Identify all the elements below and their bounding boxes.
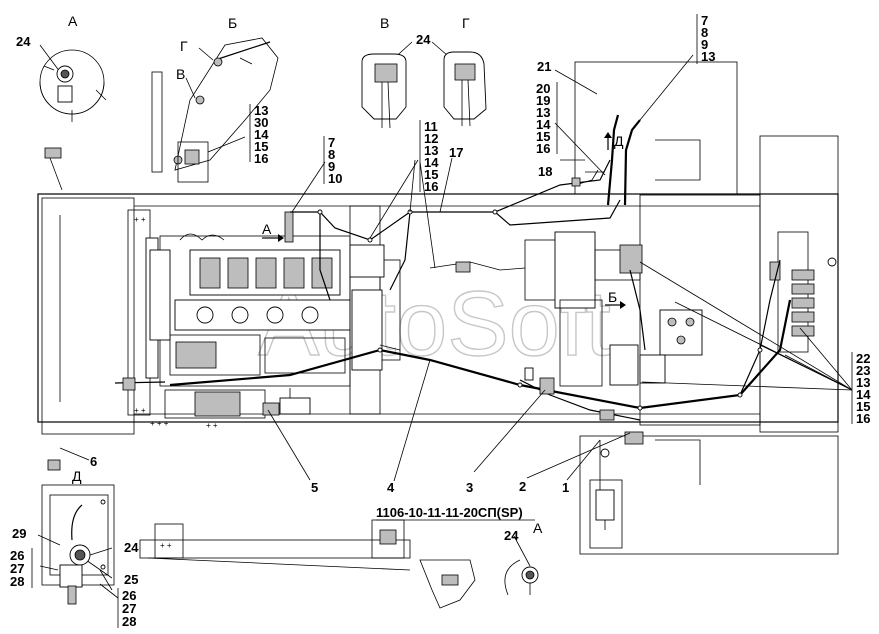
stack-11-item: 16 [424, 179, 438, 194]
stack-b-item: 14 [254, 127, 269, 142]
stack-11-item: 12 [424, 131, 438, 146]
starter-unit: + + + + + [150, 389, 311, 430]
stack-26-left-item: 28 [10, 574, 24, 589]
callout-6: 6 [90, 454, 97, 469]
view-b-detail [151, 37, 279, 183]
view-arrows [262, 132, 626, 309]
harness-clips [317, 209, 763, 411]
stack-20-item: 15 [536, 129, 550, 144]
stack-top-right-item: 9 [701, 37, 708, 52]
view-label-a: А [68, 13, 78, 29]
svg-text:+ +: + + [160, 541, 172, 550]
stack-b-item: 13 [254, 103, 268, 118]
callout-24-view-vg: 24 [416, 32, 431, 47]
view-label-d: Д [72, 468, 82, 484]
stack-20-item: 14 [536, 117, 551, 132]
callout-4: 4 [387, 480, 395, 495]
cab-area [524, 231, 703, 387]
sp-variant-section: + + [139, 519, 539, 609]
stack-20-item: 20 [536, 81, 550, 96]
view-label-b: Б [228, 15, 237, 31]
stack-26-left-item: 26 [10, 548, 24, 563]
callout-5: 5 [311, 480, 318, 495]
stack-b-item: 30 [254, 115, 268, 130]
stack-11-item: 14 [424, 155, 439, 170]
stack-20-item: 19 [536, 93, 550, 108]
callout-3: 3 [466, 480, 473, 495]
connectors [44, 147, 644, 471]
stack-26-left-item: 27 [10, 561, 24, 576]
stack-7-item: 10 [328, 171, 342, 186]
view-arrow-label-a: А [262, 221, 272, 237]
stack-b-item: 15 [254, 139, 268, 154]
stack-22-item: 15 [856, 399, 870, 414]
callout-25: 25 [124, 572, 138, 587]
engine-block [149, 211, 351, 402]
callout-24-view-d: 24 [124, 540, 139, 555]
stack-22-item: 13 [856, 375, 870, 390]
stack-20-item: 16 [536, 141, 550, 156]
view-arrow-label-b: Б [608, 289, 617, 305]
stack-top-right-item: 7 [701, 13, 708, 28]
right-connector-block [769, 231, 837, 353]
stack-top-right-item: 13 [701, 49, 715, 64]
callout-29: 29 [12, 526, 26, 541]
stack-20-item: 13 [536, 105, 550, 120]
callout-21: 21 [537, 59, 551, 74]
stack-22-item: 14 [856, 387, 871, 402]
callout-stack-11: 11 12 13 14 15 16 [419, 119, 439, 194]
callout-2: 2 [519, 479, 526, 494]
view-arrow-label-d: Д [614, 133, 624, 149]
svg-text:+ + +: + + + [150, 419, 169, 428]
stack-22-item: 16 [856, 411, 870, 426]
callout-stack-22: 22 23 13 14 15 16 [851, 351, 871, 426]
view-g-detail [443, 51, 487, 127]
view-label-v-in-b: В [176, 66, 185, 82]
callout-stack-26-left: 26 27 28 [10, 548, 33, 589]
stack-7-item: 9 [328, 159, 335, 174]
stack-11-item: 11 [424, 119, 438, 134]
stack-11-item: 15 [424, 167, 438, 182]
callout-17: 17 [449, 145, 463, 160]
view-d-detail [41, 484, 115, 605]
callout-stack-7: 7 8 9 10 [323, 135, 342, 186]
stack-26-bottom-item: 26 [122, 588, 136, 603]
view-label-a-bottom: А [533, 520, 543, 536]
stack-b-item: 16 [254, 151, 268, 166]
callout-stack-26-bottom: 26 27 28 [117, 588, 136, 629]
view-label-v: В [380, 15, 389, 31]
callout-stack-top-right: 7 8 9 13 [696, 13, 715, 64]
rear-box-unit [589, 440, 623, 549]
stack-11-item: 13 [424, 143, 438, 158]
svg-text:+ +: + + [206, 421, 218, 430]
callout-stack-20: 20 19 13 14 15 16 [536, 81, 558, 156]
callout-24-view-a: 24 [16, 34, 31, 49]
view-label-g-in-b: Г [180, 38, 188, 54]
view-v-detail [361, 53, 407, 129]
callout-stack-view-b: 13 30 14 15 16 [249, 103, 269, 166]
callout-1: 1 [562, 480, 569, 495]
stack-26-bottom-item: 28 [122, 614, 136, 629]
stack-7-item: 7 [328, 135, 335, 150]
view-a-detail [39, 49, 107, 122]
callout-24-view-a-bottom: 24 [504, 528, 519, 543]
svg-text:+ +: + + [134, 215, 146, 224]
view-label-g: Г [462, 15, 470, 31]
stack-22-item: 23 [856, 363, 870, 378]
stack-top-right-item: 8 [701, 25, 708, 40]
callout-18: 18 [538, 164, 552, 179]
stack-22-item: 22 [856, 351, 870, 366]
stack-26-bottom-item: 27 [122, 601, 136, 616]
drawing-code: 1106-10-11-11-20СП(SP) [376, 505, 523, 520]
svg-text:+ +: + + [134, 406, 146, 415]
stack-7-item: 8 [328, 147, 335, 162]
